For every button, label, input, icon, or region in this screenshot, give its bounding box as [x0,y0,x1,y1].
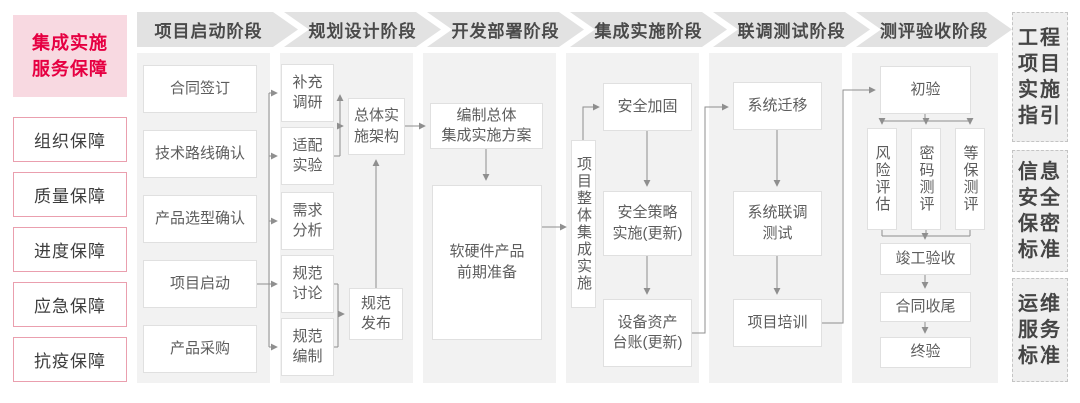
ref-om-service-standard: 运维 服务 标准 [1012,278,1068,382]
node-security-hardening: 安全加固 [603,83,692,131]
node-contract-signing: 合同签订 [143,65,257,113]
node-overall-plan: 编制总体 集成实施方案 [430,103,543,149]
sidebar-item-quality: 质量保障 [13,172,127,217]
node-tech-route-confirm: 技术路线确认 [143,130,257,178]
sidebar-left-title: 集成实施 服务保障 [13,15,127,97]
node-contract-closure: 合同收尾 [880,292,971,322]
sidebar-item-organization: 组织保障 [13,117,127,162]
node-spec-discussion: 规范 讨论 [281,255,334,313]
node-security-policy: 安全策略 实施(更新) [603,191,692,256]
node-risk-assessment: 风险评估 [867,128,897,230]
node-asset-ledger: 设备资产 台账(更新) [603,299,692,367]
node-crypto-evaluation: 密码测评 [911,128,941,230]
phase-header-planning-design: 规划设计阶段 [284,12,441,47]
node-project-kickoff: 项目启动 [143,260,257,308]
node-overall-arch: 总体实施架构 [348,98,405,155]
sidebar-item-epidemic: 抗疫保障 [13,337,127,382]
phase-header-integration: 集成实施阶段 [570,12,727,47]
node-spec-release: 规范 发布 [349,288,403,340]
node-requirement-analysis: 需求 分析 [281,192,334,250]
phase-header-dev-deploy: 开发部署阶段 [427,12,584,47]
phase-header-acceptance: 测评验收阶段 [856,12,1012,47]
node-hw-sw-preparation: 软硬件产品 前期准备 [432,185,542,340]
node-joint-debugging: 系统联调 测试 [733,191,822,256]
phase-header-project-start: 项目启动阶段 [137,12,298,47]
node-final-acceptance: 终验 [880,337,971,368]
node-product-selection: 产品选型确认 [143,195,257,243]
node-supplement-research: 补充 调研 [281,64,334,122]
node-product-procurement: 产品采购 [143,325,257,373]
ref-security-standard: 信息 安全 保密 标准 [1012,150,1068,272]
phase-header-joint-test: 联调测试阶段 [713,12,870,47]
node-initial-acceptance: 初验 [880,66,971,114]
node-completion-acceptance: 竣工验收 [880,243,971,275]
node-overall-integration-bar: 项目整体集成实施 [571,140,596,308]
node-adaptation-test: 适配 实验 [281,127,334,185]
sidebar-item-schedule: 进度保障 [13,227,127,272]
node-spec-drafting: 规范 编制 [281,318,334,376]
node-mlps-evaluation: 等保测评 [955,128,985,230]
node-system-migration: 系统迁移 [733,82,822,130]
node-project-training: 项目培训 [733,299,822,347]
sidebar-item-emergency: 应急保障 [13,282,127,327]
ref-engineering-guide: 工程 项目 实施 指引 [1012,12,1068,142]
